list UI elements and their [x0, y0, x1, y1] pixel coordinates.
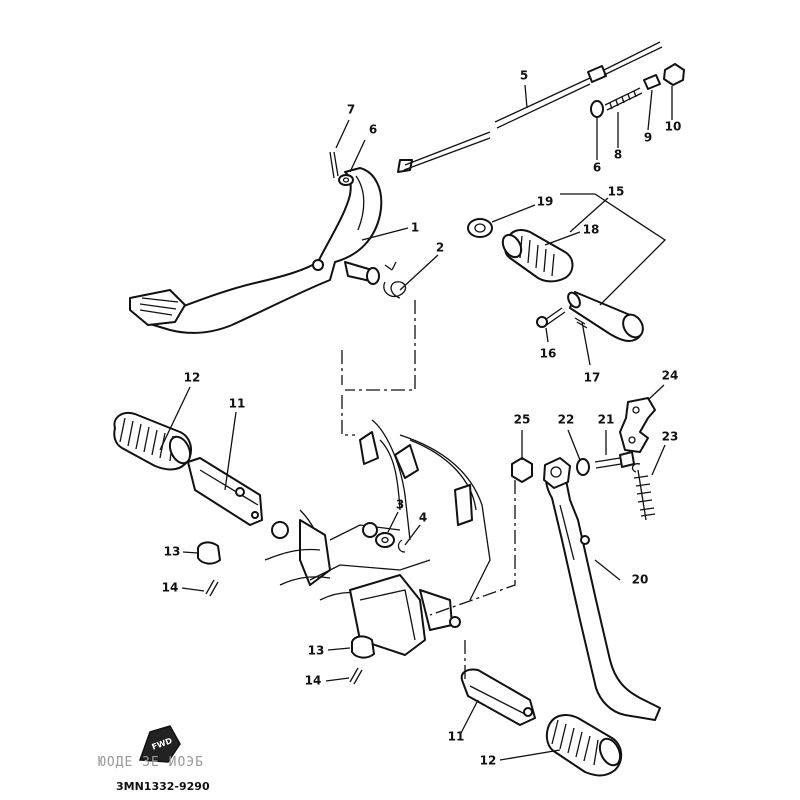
assembly-lines	[341, 300, 516, 680]
callout-7: 7	[347, 103, 355, 117]
diagram-code: 3MN1332-9290	[116, 780, 210, 793]
callout-25: 25	[514, 413, 531, 427]
callout-15: 15	[608, 185, 625, 199]
sidestand-collar	[576, 458, 590, 476]
rod-spring	[604, 87, 643, 111]
callout-14-left: 14	[162, 581, 179, 595]
cotter-pin	[329, 151, 339, 179]
brake-pedal	[129, 167, 383, 334]
footrest-bolt-left	[197, 541, 221, 565]
cotter-pin-left	[205, 579, 219, 597]
washer	[338, 174, 354, 186]
callout-3: 3	[396, 498, 404, 512]
callout-24: 24	[662, 369, 679, 383]
group-bracket-15	[560, 193, 667, 306]
callout-11-right: 11	[448, 730, 465, 744]
callout-19: 19	[537, 195, 554, 209]
callout-11-left: 11	[229, 397, 246, 411]
e-clip	[397, 539, 406, 553]
adjusting-nut	[663, 63, 685, 86]
pivot-washer	[375, 532, 395, 548]
rear-footrest-rubber	[501, 229, 574, 283]
callout-21: 21	[598, 413, 615, 427]
callout-6-right: 6	[593, 161, 601, 175]
rod-washer	[590, 100, 604, 118]
frame	[264, 419, 491, 656]
leader-lines	[159, 84, 673, 761]
callout-12-right: 12	[480, 754, 497, 768]
front-footrest-bracket	[187, 457, 263, 526]
sidestand-spring-bolt	[594, 451, 635, 469]
callout-13-left: 13	[164, 545, 181, 559]
callout-20: 20	[632, 573, 649, 587]
blurred-text: ЮОДЕ ЗЕ ИОЭБ	[98, 755, 204, 770]
return-spring	[383, 261, 407, 299]
callout-13-right: 13	[308, 644, 325, 658]
spring-plate	[619, 397, 656, 453]
callout-16: 16	[540, 347, 557, 361]
callout-10: 10	[665, 120, 682, 134]
front-footrest-rubber-right	[545, 714, 623, 777]
footrest-washer	[467, 218, 493, 238]
brake-rod	[397, 41, 663, 173]
callout-22: 22	[558, 413, 575, 427]
fwd-arrow-icon: FWD	[138, 725, 181, 763]
callout-8: 8	[614, 148, 622, 162]
callout-9: 9	[644, 131, 652, 145]
callout-6-top: 6	[369, 123, 377, 137]
callout-17: 17	[584, 371, 601, 385]
callout-4: 4	[419, 511, 427, 525]
cotter-pin-right	[349, 667, 363, 685]
footrest-pin	[574, 317, 588, 329]
front-footrest-rubber	[113, 412, 192, 471]
callout-1: 1	[411, 221, 419, 235]
callout-12-left: 12	[184, 371, 201, 385]
sidestand	[544, 467, 661, 721]
front-footrest-bracket-right	[460, 668, 536, 726]
callout-14-right: 14	[305, 674, 322, 688]
callout-2: 2	[436, 241, 444, 255]
callout-18: 18	[583, 223, 600, 237]
sidestand-nut	[511, 457, 533, 483]
sidestand-spring	[631, 463, 656, 521]
sidestand-bolt	[543, 457, 571, 489]
footrest-bolt	[536, 307, 566, 328]
rear-footrest-shaft	[567, 291, 644, 342]
callout-23: 23	[662, 430, 679, 444]
callout-labels: 1 2 5 6 6 7 8 9 10 15 18 19 16 17 12 11 …	[162, 69, 682, 768]
footrest-bolt-right	[351, 635, 375, 659]
rod-pin	[643, 74, 661, 90]
callout-5: 5	[520, 69, 528, 83]
